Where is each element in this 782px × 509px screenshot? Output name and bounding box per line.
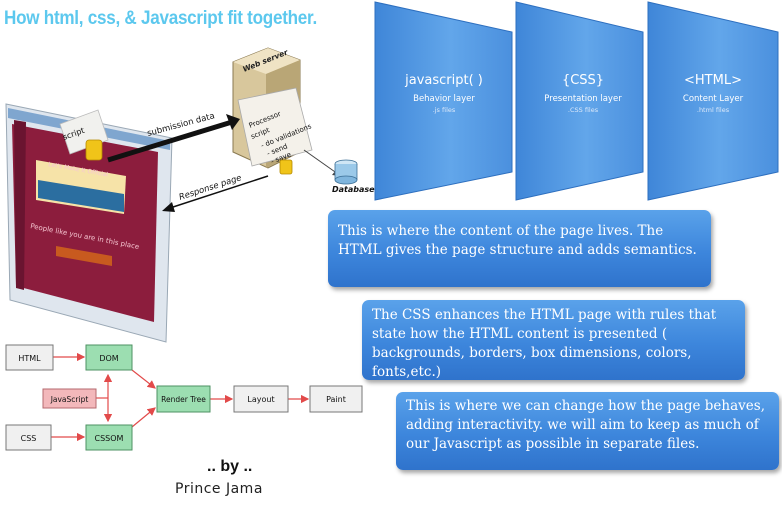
render-pipeline: HTML DOM JavaScript CSS CSSOM Render Tre… — [5, 344, 363, 451]
layer-behavior-files: .js files — [433, 106, 456, 114]
response-arrow: Response page — [162, 173, 269, 212]
pipeline-html-label: HTML — [18, 354, 41, 363]
layer-presentation-heading: {CSS} — [562, 73, 604, 88]
pipeline-cssom-node — [85, 424, 133, 451]
pipeline-paint-node — [309, 385, 363, 413]
pipeline-dom-label: DOM — [99, 354, 118, 363]
pipeline-css-label: CSS — [21, 434, 37, 443]
database-label: Database — [332, 185, 375, 194]
page-title: How html, css, & Javascript fit together… — [4, 8, 317, 29]
layer-presentation: {CSS} Presentation layer .CSS files — [515, 1, 644, 201]
layer-content-files: .html files — [697, 106, 730, 114]
pipeline-javascript-node — [42, 388, 97, 409]
pipeline-layout-label: Layout — [247, 395, 274, 404]
pipeline-render-tree-label: Render Tree — [161, 395, 206, 404]
layer-content: <HTML> Content Layer .html files — [647, 1, 779, 201]
css-description-box: The CSS enhances the HTML page with rule… — [362, 300, 745, 380]
layer-behavior-heading: javascript( ) — [404, 73, 483, 88]
pipeline-layout-node — [233, 385, 289, 413]
credit-author: Prince Jama — [175, 481, 263, 497]
credit-by: .. by .. — [207, 458, 253, 475]
pipeline-css-node — [5, 424, 52, 451]
layer-behavior: javascript( ) Behavior layer .js files — [374, 1, 513, 201]
layer-behavior-name: Behavior layer — [413, 94, 475, 104]
pipeline-render-tree-node — [156, 385, 211, 413]
css-description-text: The CSS enhances the HTML page with rule… — [372, 307, 717, 380]
layer-presentation-files: .CSS files — [568, 106, 599, 114]
script-illustration: script — [59, 109, 109, 161]
submission-label: submission data — [146, 111, 216, 139]
pipeline-dom-node — [85, 344, 133, 371]
js-description-text: This is where we can change how the page… — [406, 398, 765, 452]
js-description-box: This is where we can change how the page… — [396, 392, 779, 470]
layer-presentation-name: Presentation layer — [544, 94, 622, 104]
pipeline-paint-label: Paint — [326, 395, 346, 404]
browser-illustration: Let's Make It Official People like you a… — [5, 103, 173, 343]
html-description-box: This is where the content of the page li… — [328, 210, 711, 287]
web-server-illustration: Web server Processor script - do validat… — [232, 47, 313, 175]
pipeline-javascript-label: JavaScript — [50, 395, 89, 404]
html-description-text: This is where the content of the page li… — [338, 223, 697, 258]
pipeline-cssom-label: CSSOM — [95, 434, 124, 443]
layer-content-heading: <HTML> — [684, 73, 742, 88]
layer-content-name: Content Layer — [683, 94, 744, 104]
pipeline-html-node — [5, 344, 54, 371]
database-illustration: Database — [303, 149, 375, 194]
